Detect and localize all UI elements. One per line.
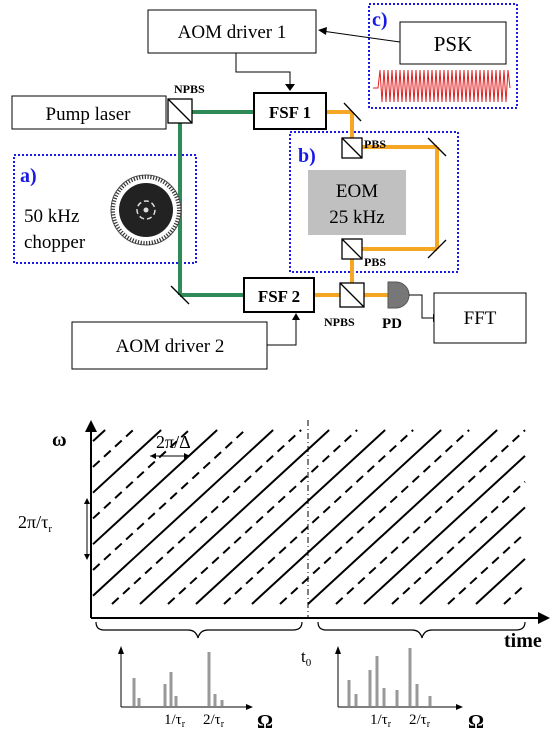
comb-line xyxy=(92,429,246,571)
fsf-2-box xyxy=(243,277,315,313)
panel-c-frame xyxy=(368,3,518,109)
fft-label: FFT xyxy=(464,308,497,329)
fsf-1-box xyxy=(253,92,327,130)
chopper-wheel-icon xyxy=(110,174,182,246)
spectrum-left xyxy=(118,646,253,710)
delta-label: 2π/Δ xyxy=(156,432,191,452)
right-omega-label: Ω xyxy=(468,711,484,733)
npbs-bottom-label: NPBS xyxy=(324,315,355,329)
left-brace xyxy=(95,621,303,639)
aom-driver-2-label: AOM driver 2 xyxy=(116,336,225,357)
comb-line xyxy=(307,429,498,605)
spectrum-bar xyxy=(375,656,379,706)
pbs-top-label: PBS xyxy=(364,137,386,151)
spectrum-bar xyxy=(137,698,141,706)
right-brace xyxy=(317,621,526,639)
panel-b-label: b) xyxy=(298,145,316,167)
comb-line xyxy=(139,429,330,605)
spectrum-bar xyxy=(207,652,211,706)
psk-to-aom-arrow xyxy=(321,30,401,43)
spectrum-bar xyxy=(382,688,386,706)
comb-line xyxy=(419,506,526,605)
frequency-comb-lines xyxy=(92,429,526,605)
spectrum-bar xyxy=(132,678,136,706)
panel-b-frame xyxy=(289,131,459,273)
aom-driver-1-label: AOM driver 1 xyxy=(178,22,287,43)
comb-line xyxy=(92,429,106,442)
spectrum-bar xyxy=(213,694,217,706)
left-tick-2: 2/τr xyxy=(203,712,225,730)
aom-driver-1-box xyxy=(147,9,317,54)
chopper-label-2: chopper xyxy=(24,232,86,253)
fsf-2-label: FSF 2 xyxy=(258,287,300,306)
eom-label-2: 25 kHz xyxy=(329,207,384,228)
mirror-pbs-right-top xyxy=(427,137,447,157)
comb-line xyxy=(391,480,526,605)
comb-line xyxy=(195,429,386,605)
fft-box xyxy=(433,292,527,344)
comb-line xyxy=(251,429,442,605)
comb-line xyxy=(92,429,134,468)
left-omega-label: Ω xyxy=(257,711,273,733)
spectrum-bar xyxy=(174,696,178,706)
psk-box xyxy=(399,21,507,65)
t0-label: t0 xyxy=(301,647,312,669)
green-beam-path xyxy=(178,110,254,297)
npbs-top-label: NPBS xyxy=(174,82,205,96)
spectrum-bar xyxy=(163,684,167,706)
spectrum-bar xyxy=(395,690,399,706)
comb-line xyxy=(92,429,274,597)
y-axis-label: ω xyxy=(52,429,67,451)
eom-label-1: EOM xyxy=(336,181,378,202)
psk-label: PSK xyxy=(434,32,473,56)
mirror-pbs-right-bottom xyxy=(427,239,447,259)
panel-c-label: c) xyxy=(372,9,388,31)
spectrum-bar xyxy=(368,670,372,706)
mirror-top-right xyxy=(343,102,362,122)
comb-line xyxy=(92,429,190,520)
comb-line xyxy=(223,429,414,605)
comb-line xyxy=(279,429,470,605)
mirrors xyxy=(170,102,447,305)
pd-to-fft-connector xyxy=(409,294,433,319)
x-axis-label: time xyxy=(504,630,542,652)
comb-line xyxy=(503,583,526,605)
fsf-1-label: FSF 1 xyxy=(269,103,311,122)
aom-driver-2-box xyxy=(71,321,268,370)
comb-line xyxy=(92,429,218,545)
pump-laser-label: Pump laser xyxy=(46,104,132,125)
pump-laser-box xyxy=(11,95,167,130)
right-tick-2: 2/τr xyxy=(409,712,431,730)
chopper-label-1: 50 kHz xyxy=(24,206,79,227)
left-tick-1: 1/τr xyxy=(164,712,186,730)
comb-line xyxy=(167,429,358,605)
pbs-bottom-label: PBS xyxy=(364,255,386,269)
comb-line xyxy=(475,558,526,605)
comb-line xyxy=(363,455,526,605)
eom-box xyxy=(308,170,406,235)
spectrum-bar xyxy=(415,684,419,706)
comb-line xyxy=(92,429,162,494)
spectrum-bar xyxy=(220,700,224,706)
panel-a-frame xyxy=(13,154,197,264)
tau-label: 2π/τr xyxy=(18,512,52,535)
spectrum-bar xyxy=(347,680,351,706)
spectrum-bar xyxy=(169,672,173,706)
pd-label: PD xyxy=(382,316,402,332)
spectrum-bar xyxy=(428,696,432,706)
right-tick-1: 1/τr xyxy=(370,712,392,730)
panel-a-label: a) xyxy=(20,165,37,187)
photodiode-icon xyxy=(387,281,410,309)
spectrum-bar xyxy=(354,694,358,706)
spectrum-right xyxy=(335,646,463,710)
comb-line xyxy=(447,532,526,605)
aom2-connector xyxy=(267,318,297,346)
psk-signal-wave xyxy=(373,69,511,103)
spectrum-bar xyxy=(408,648,412,706)
comb-line xyxy=(335,429,526,605)
mirror-bottom-left xyxy=(170,285,190,305)
aom1-connector xyxy=(235,53,291,90)
comb-line xyxy=(111,429,302,605)
